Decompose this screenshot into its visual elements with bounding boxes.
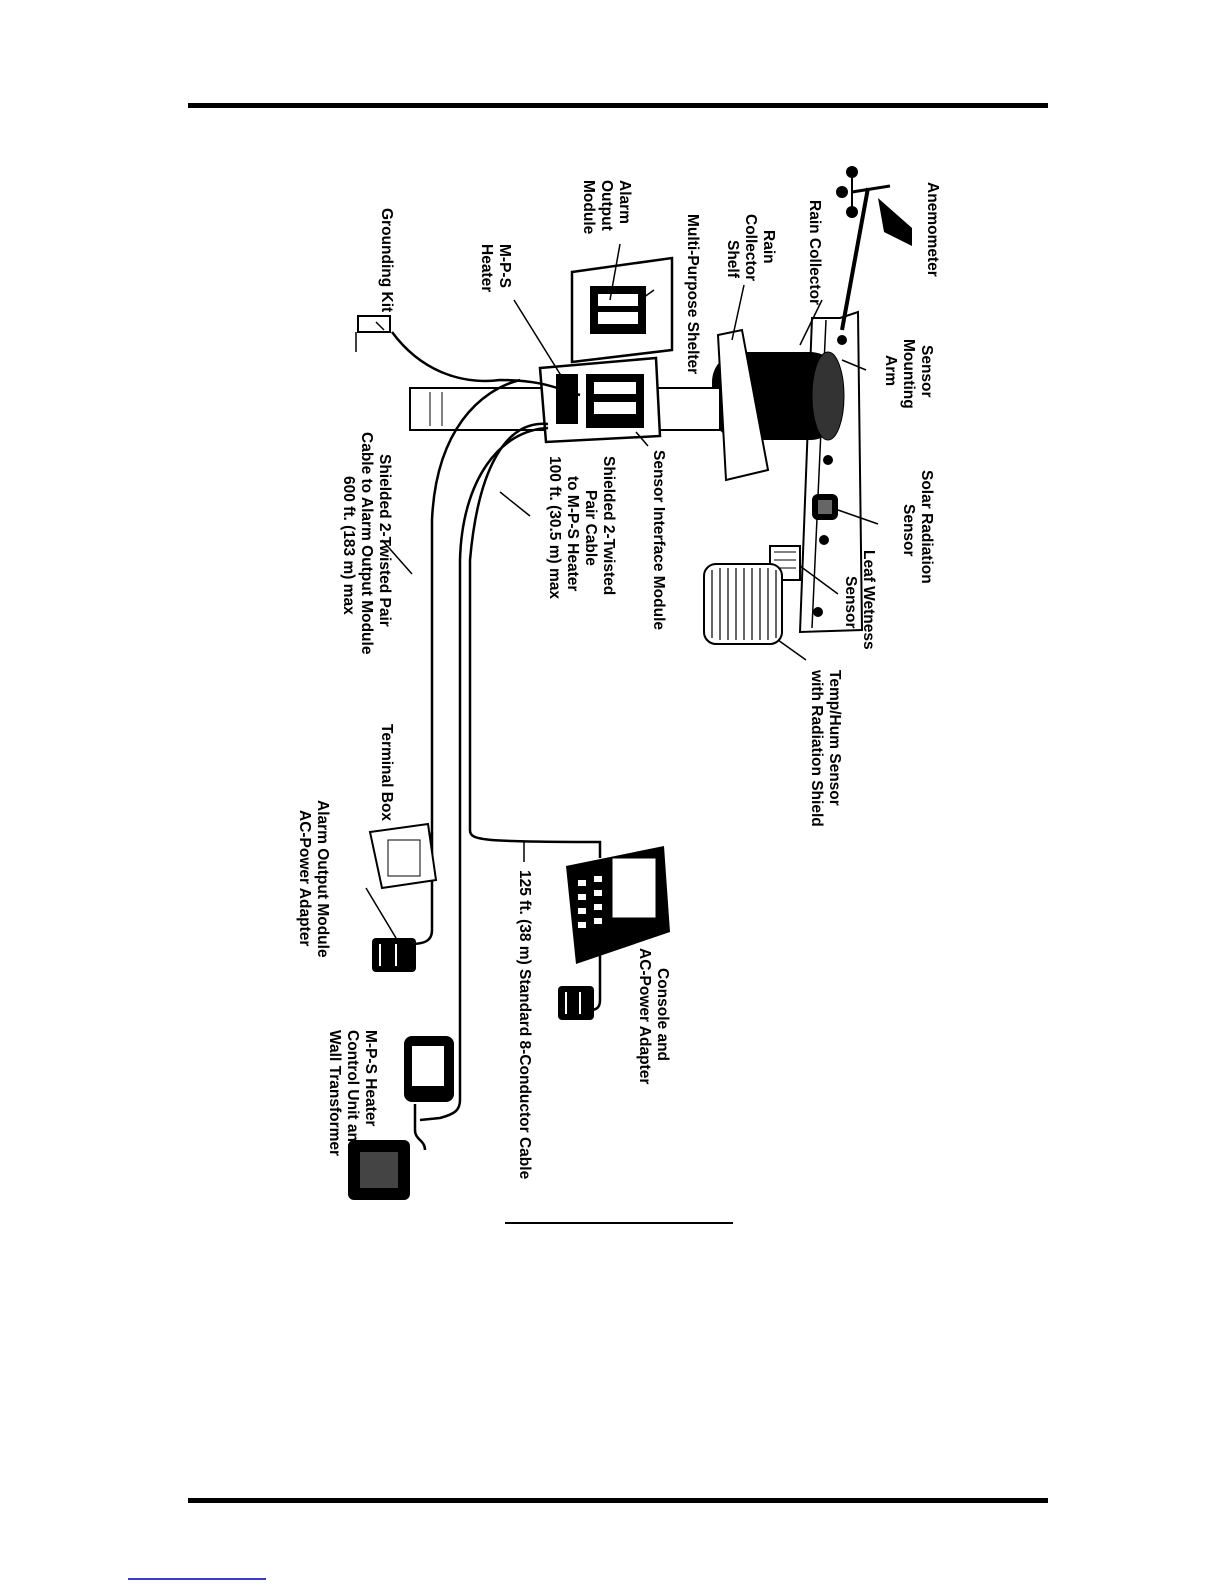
- label-terminal-box: Terminal Box: [378, 724, 395, 821]
- svg-text:Rain: Rain: [760, 230, 777, 264]
- label-standard-cable: 125 ft. (38 m) Standard 8-Conductor Cabl…: [516, 870, 533, 1180]
- svg-text:Solar Radiation: Solar Radiation: [918, 470, 935, 584]
- svg-text:Collector: Collector: [742, 214, 759, 281]
- svg-text:Leaf Wetness: Leaf Wetness: [860, 550, 877, 650]
- svg-text:Control Unit and: Control Unit and: [344, 1030, 361, 1151]
- rain-collector-drawing: [712, 328, 845, 482]
- label-anemometer: Anemometer: [924, 182, 941, 277]
- svg-text:Shelf: Shelf: [724, 240, 741, 279]
- svg-text:Alarm Output Module: Alarm Output Module: [314, 800, 331, 958]
- svg-text:to M-P-S Heater: to M-P-S Heater: [564, 476, 581, 591]
- svg-text:Grounding Kit: Grounding Kit: [378, 208, 395, 312]
- svg-text:Mounting: Mounting: [900, 339, 917, 409]
- svg-text:Cable to Alarm Output Module: Cable to Alarm Output Module: [358, 432, 375, 655]
- svg-text:600 ft. (183 m) max: 600 ft. (183 m) max: [340, 476, 357, 615]
- footer-link-underline[interactable]: [128, 1578, 266, 1580]
- svg-text:Sensor Interface Module: Sensor Interface Module: [650, 450, 667, 630]
- label-alarm-output-module: Alarm Output Module: [580, 180, 633, 235]
- svg-text:Multi-Purpose Shelter: Multi-Purpose Shelter: [684, 214, 701, 374]
- svg-text:Temp/Hum Sensor: Temp/Hum Sensor: [826, 670, 843, 806]
- wall-transformer-drawing: [348, 1140, 410, 1200]
- leader-lines: [365, 243, 879, 939]
- svg-text:M-P-S Heater: M-P-S Heater: [362, 1030, 379, 1126]
- svg-text:Output: Output: [598, 180, 615, 231]
- svg-text:AC-Power Adapter: AC-Power Adapter: [636, 948, 653, 1084]
- svg-text:Alarm: Alarm: [616, 180, 633, 224]
- svg-text:Shielded 2-Twisted: Shielded 2-Twisted: [600, 456, 617, 595]
- svg-text:with Radiation Shield: with Radiation Shield: [808, 669, 825, 827]
- mps-heater-control-drawing: [404, 1036, 454, 1102]
- label-temp-hum-sensor: Temp/Hum Sensor with Radiation Shield: [808, 669, 843, 827]
- solar-radiation-sensor-drawing: [812, 494, 838, 520]
- svg-text:Module: Module: [580, 180, 597, 235]
- multi-purpose-shelter-drawing: [570, 256, 674, 364]
- svg-text:125 ft. (38 m) Standard 8-Cond: 125 ft. (38 m) Standard 8-Conductor Cabl…: [516, 870, 533, 1180]
- label-sensor-interface-module: Sensor Interface Module: [650, 450, 667, 630]
- console-drawing: [566, 846, 670, 964]
- caption-rule: [505, 1222, 733, 1224]
- svg-text:Wall Transformer: Wall Transformer: [326, 1030, 343, 1156]
- svg-text:Sensor: Sensor: [900, 504, 917, 557]
- anemometer-drawing: [836, 166, 912, 331]
- svg-text:AC-Power Adapter: AC-Power Adapter: [296, 810, 313, 946]
- label-mps-heater: M-P-S Heater: [478, 244, 513, 292]
- label-cable-600: Shielded 2-Twisted Pair Cable to Alarm O…: [340, 432, 393, 655]
- label-rain-collector-shelf: Rain Collector Shelf: [724, 214, 777, 281]
- svg-text:Arm: Arm: [882, 355, 899, 386]
- label-multi-purpose-shelter: Multi-Purpose Shelter: [684, 214, 701, 374]
- label-solar-radiation-sensor: Solar Radiation Sensor: [900, 470, 935, 584]
- label-grounding-kit: Grounding Kit: [378, 208, 395, 312]
- svg-text:Terminal Box: Terminal Box: [378, 724, 395, 821]
- svg-text:Heater: Heater: [478, 244, 495, 292]
- label-rain-collector: Rain Collector: [806, 200, 823, 305]
- svg-text:100 ft. (30.5 m) max: 100 ft. (30.5 m) max: [546, 456, 563, 599]
- grounding-kit-drawing: [355, 315, 391, 352]
- bottom-rule: [188, 1498, 1048, 1503]
- sensor-interface-module-drawing: [538, 356, 662, 444]
- svg-text:Shielded 2-Twisted Pair: Shielded 2-Twisted Pair: [376, 454, 393, 627]
- terminal-box-drawing: [368, 822, 438, 890]
- label-leaf-wetness-sensor: Leaf Wetness Sensor: [842, 550, 877, 650]
- svg-text:Rain Collector: Rain Collector: [806, 200, 823, 305]
- svg-text:Pair Cable: Pair Cable: [582, 490, 599, 566]
- cables-drawing: [390, 331, 602, 1151]
- svg-text:Anemometer: Anemometer: [924, 182, 941, 277]
- label-console: Console and AC-Power Adapter: [636, 948, 671, 1084]
- svg-text:M-P-S: M-P-S: [496, 244, 513, 288]
- label-alarm-adapter: Alarm Output Module AC-Power Adapter: [296, 800, 331, 958]
- console-adapter-drawing: [558, 986, 594, 1020]
- top-rule: [188, 103, 1048, 108]
- label-sensor-mounting-arm: Sensor Mounting Arm: [882, 339, 935, 409]
- alarm-adapter-drawing: [372, 938, 416, 972]
- radiation-shield-drawing: [703, 563, 783, 645]
- svg-text:Sensor: Sensor: [842, 576, 859, 629]
- svg-text:Console and: Console and: [654, 968, 671, 1061]
- label-cable-100: Shielded 2-Twisted Pair Cable to M-P-S H…: [546, 456, 617, 599]
- label-mps-control: M-P-S Heater Control Unit and Wall Trans…: [326, 1030, 379, 1156]
- svg-text:Sensor: Sensor: [918, 345, 935, 398]
